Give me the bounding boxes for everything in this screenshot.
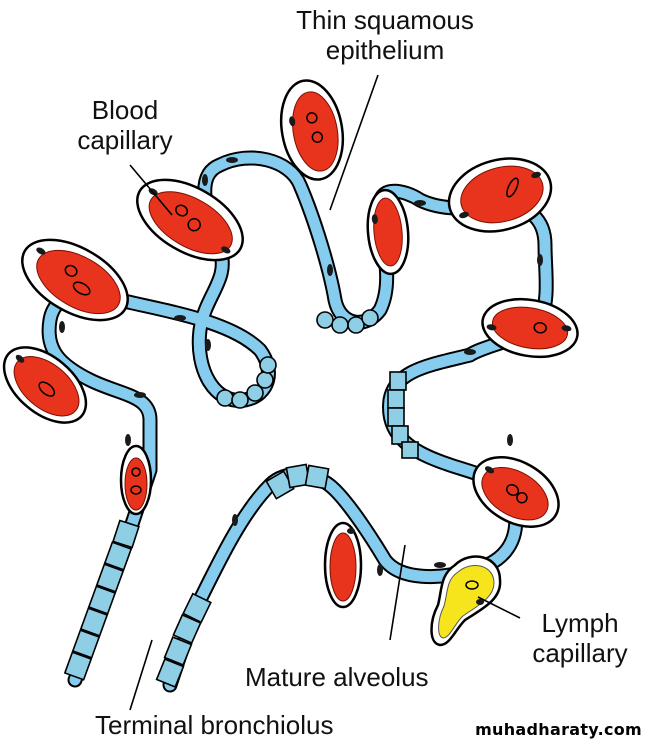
leader-lymph-capillary [477,596,521,619]
blood-capillaries [2,79,579,609]
label-thin-squamous-epithelium: Thin squamous epithelium [265,5,505,65]
label-lymph-capillary: Lymph capillary [515,608,645,668]
duct-cells [216,309,419,459]
leader-lines [129,74,521,711]
label-terminal-bronchiolus: Terminal bronchiolus [95,710,334,740]
leader-blood-capillary [129,164,173,216]
leader-mature-alveolus [389,544,406,641]
label-thin-squamous-line1: Thin squamous [296,5,474,35]
bronchiolus-cells-right [155,463,330,688]
label-lymph-capillary-line1: Lymph [541,608,619,638]
label-blood-capillary-line1: Blood [91,95,159,125]
label-thin-squamous-line2: epithelium [325,35,445,65]
leader-thin-squamous [329,74,379,211]
label-blood-capillary-line2: capillary [77,125,173,155]
epithelial-nuclei [59,157,543,576]
watermark: muhadharaty.com [475,720,642,739]
lymph-capillary-shape [430,555,502,647]
label-mature-alveolus: Mature alveolus [245,662,429,692]
leader-terminal-bronchiolus [129,639,153,711]
label-blood-capillary: Blood capillary [55,95,195,155]
label-lymph-capillary-line2: capillary [532,638,628,668]
bronchiolus-cells-left [63,519,140,681]
